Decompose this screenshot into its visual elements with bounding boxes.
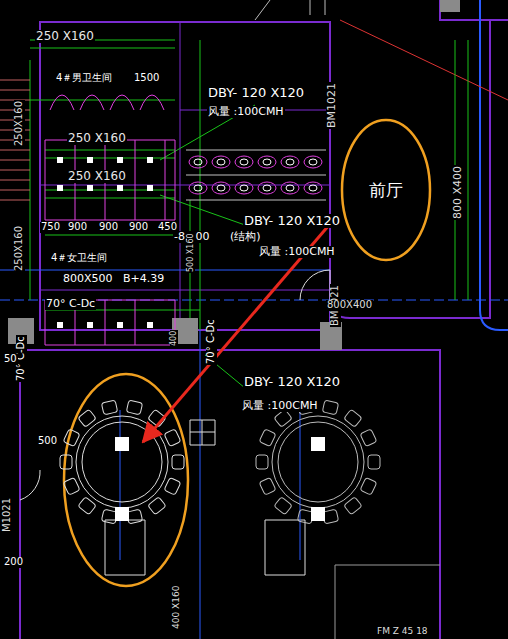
- vertical-dimension: 400: [170, 330, 178, 347]
- plan-label: 900: [98, 222, 119, 233]
- vertical-dimension: 500 X160: [187, 232, 195, 273]
- plan-label: 800X400: [326, 300, 373, 311]
- plan-label: B+4.39: [122, 273, 165, 285]
- vertical-dimension: 250X160: [14, 225, 25, 272]
- vertical-dimension: 70° C-Dc: [206, 318, 217, 365]
- plan-label: 4＃男卫生间: [55, 73, 113, 84]
- room-name: 前厅: [367, 179, 405, 202]
- plan-label: 750: [40, 222, 61, 233]
- plan-label: 900: [67, 222, 88, 233]
- plan-label: 风量 :100CMH: [258, 246, 336, 258]
- plan-label: 1500: [133, 73, 160, 84]
- plan-label: DBY- 120 X120: [243, 214, 341, 228]
- plan-label: 450: [157, 222, 178, 233]
- vertical-dimension: M1021: [2, 497, 13, 533]
- vertical-dimension: BM1021: [326, 82, 338, 129]
- vertical-dimension: 250X160: [14, 100, 25, 147]
- plan-label: 500: [37, 436, 58, 447]
- plan-label: 50: [3, 354, 18, 365]
- plan-label: FM Z 45 18: [376, 627, 429, 636]
- plan-label: 风量 :100CMH: [207, 106, 285, 118]
- plan-label: 800X500: [62, 273, 114, 285]
- plan-label: 250 X160: [35, 30, 95, 43]
- room-ellipse: 前厅: [340, 118, 432, 262]
- plan-label: 4＃女卫生间: [50, 253, 108, 264]
- plan-label: DBY- 120 X120: [243, 375, 341, 389]
- plan-label: 900: [128, 222, 149, 233]
- plan-label: (结构): [229, 231, 262, 243]
- plan-label: DBY- 120 X120: [207, 86, 305, 100]
- vertical-dimension: 800 X400: [452, 165, 464, 220]
- vertical-dimension: 400 X160: [172, 585, 181, 630]
- plan-label: 250 X160: [67, 132, 127, 145]
- plan-label: 风量 :100CMH: [241, 400, 319, 412]
- plan-label: 250 X160: [67, 170, 127, 183]
- plan-label: 200: [3, 557, 24, 568]
- plan-label: 70° C-Dc: [45, 298, 96, 310]
